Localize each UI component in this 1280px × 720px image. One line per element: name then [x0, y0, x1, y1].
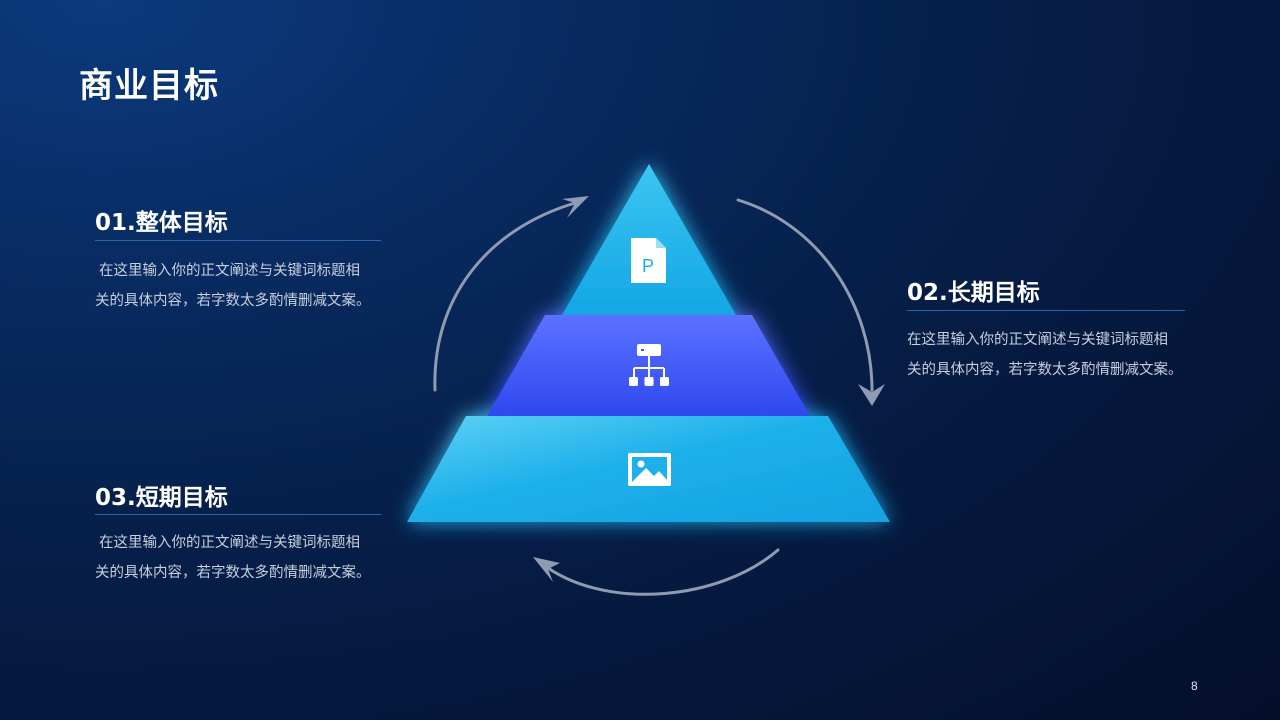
body-line: 在这里输入你的正文阐述与关键词标题相 — [99, 263, 360, 279]
page-title: 商业目标 — [79, 66, 219, 106]
section-title-overall: 01.整体目标 — [95, 210, 228, 236]
body-line: 在这里输入你的正文阐述与关键词标题相 — [907, 332, 1168, 348]
body-line: 关的具体内容，若字数太多酌情删减文案。 — [95, 565, 371, 581]
section-divider — [95, 514, 381, 515]
arrow-bottom-left — [546, 548, 780, 596]
arrow-heads — [533, 196, 885, 582]
section-body-overall: 在这里输入你的正文阐述与关键词标题相 关的具体内容，若字数太多酌情删减文案。 — [95, 256, 397, 316]
body-line: 在这里输入你的正文阐述与关键词标题相 — [99, 535, 360, 551]
image-icon — [628, 453, 671, 486]
section-title-short-term: 03.短期目标 — [95, 485, 228, 511]
section-body-short-term: 在这里输入你的正文阐述与关键词标题相 关的具体内容，若字数太多酌情删减文案。 — [95, 528, 397, 588]
body-line: 关的具体内容，若字数太多酌情删减文案。 — [907, 362, 1183, 378]
section-divider — [95, 240, 381, 241]
body-line: 关的具体内容，若字数太多酌情删减文案。 — [95, 293, 371, 309]
section-body-long-term: 在这里输入你的正文阐述与关键词标题相 关的具体内容，若字数太多酌情删减文案。 — [907, 325, 1207, 385]
section-title-long-term: 02.长期目标 — [907, 280, 1040, 306]
hierarchy-icon — [629, 344, 669, 386]
page-number: 8 — [1191, 679, 1198, 693]
section-divider — [907, 310, 1185, 311]
arrow-right-down — [736, 198, 874, 392]
arrow-left-up — [433, 201, 577, 392]
svg-text:P: P — [642, 256, 654, 276]
arrowhead-icon — [562, 196, 589, 218]
document-p-icon: P — [631, 238, 666, 283]
arrowhead-icon — [533, 557, 560, 582]
arrowhead-icon — [858, 384, 885, 406]
cycle-arrows — [433, 198, 874, 596]
